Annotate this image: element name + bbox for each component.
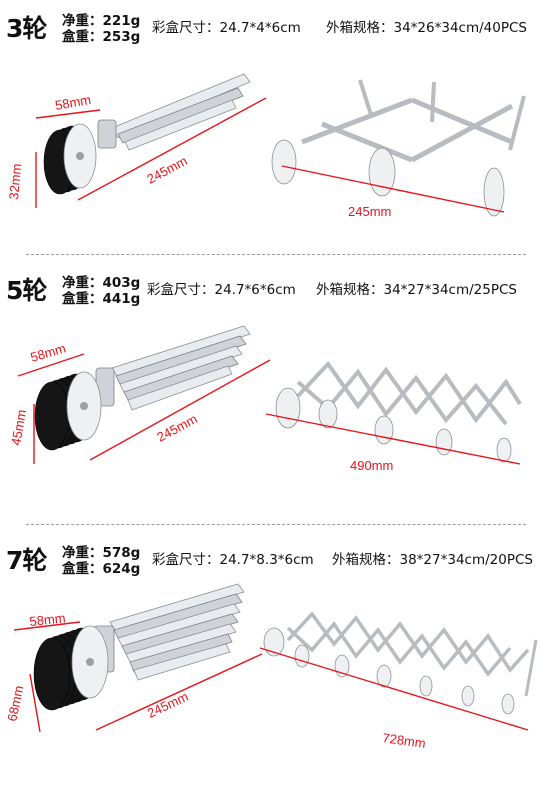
folded-cutter-photo (34, 325, 251, 451)
box-size-label: 彩盒尺寸 (152, 552, 206, 568)
length-dimension-line (77, 97, 267, 201)
carton-spec-value: 34*26*34cm/40PCS (393, 20, 527, 36)
weights: 净重：221g 盒重：253g (62, 13, 141, 45)
length-dimension: 245mm (145, 689, 191, 721)
height-dimension: 68mm (4, 684, 26, 722)
box-size: 彩盒尺寸：24.7*4*6cm (152, 20, 301, 36)
box-weight-value: 253g (102, 29, 141, 45)
folded-cutter-photo (43, 73, 251, 195)
box-weight-label: 盒重 (62, 561, 89, 577)
box-size: 彩盒尺寸：24.7*6*6cm (147, 282, 296, 298)
carton-spec-value: 38*27*34cm/20PCS (399, 552, 533, 568)
box-size-label: 彩盒尺寸 (147, 282, 201, 298)
net-weight-value: 403g (102, 275, 141, 291)
weights: 净重：578g 盒重：624g (62, 545, 141, 577)
expanded-cutter-figure: 490mm (265, 360, 522, 473)
net-weight-label: 净重 (62, 275, 89, 291)
width-dimension-line (35, 109, 101, 119)
net-weight-label: 净重 (62, 13, 89, 29)
folded-cutter-photo (33, 583, 245, 711)
spec-header: 3轮 净重：221g 盒重：253g 彩盒尺寸：24.7*4*6cm 外箱规格：… (6, 12, 546, 48)
box-weight-label: 盒重 (62, 29, 89, 45)
box-weight-label: 盒重 (62, 291, 89, 307)
net-weight-value: 578g (102, 545, 141, 561)
wheel-count: 5轮 (6, 276, 47, 305)
carton-spec: 外箱规格：38*27*34cm/20PCS (332, 552, 533, 568)
folded-cutter-figure: 58mm 32mm 245mm (6, 73, 267, 208)
length-dimension: 245mm (144, 153, 189, 187)
carton-spec-label: 外箱规格 (316, 282, 370, 298)
net-weight-label: 净重 (62, 545, 89, 561)
expanded-length-dimension: 490mm (350, 458, 393, 473)
wheel-count: 3轮 (6, 14, 47, 43)
width-dimension-line (17, 353, 85, 377)
carton-spec-label: 外箱规格 (326, 20, 380, 36)
expanded-cutter-photo (271, 79, 526, 217)
length-dimension: 245mm (154, 411, 199, 445)
carton-spec: 外箱规格：34*26*34cm/40PCS (326, 20, 527, 36)
length-dimension-line (95, 653, 263, 731)
box-size-label: 彩盒尺寸 (152, 20, 206, 36)
weights: 净重：403g 盒重：441g (62, 275, 141, 307)
height-dimension: 32mm (6, 163, 24, 200)
height-dimension: 45mm (8, 408, 29, 446)
width-dimension: 58mm (29, 610, 66, 629)
box-size-value: 24.7*6*6cm (214, 282, 296, 298)
product-section-5-wheel: 5轮 净重：403g 盒重：441g 彩盒尺寸：24.7*6*6cm 外箱规格：… (0, 258, 549, 525)
width-dimension: 58mm (54, 92, 92, 113)
carton-spec-label: 外箱规格 (332, 552, 386, 568)
expanded-cutter-figure: 245mm (271, 79, 526, 219)
section-divider (26, 524, 526, 525)
spec-header: 5轮 净重：403g 盒重：441g 彩盒尺寸：24.7*6*6cm 外箱规格：… (6, 274, 546, 310)
wheel-count: 7轮 (6, 546, 47, 575)
spec-header: 7轮 净重：578g 盒重：624g 彩盒尺寸：24.7*8.3*6cm 外箱规… (6, 544, 546, 580)
carton-spec-value: 34*27*34cm/25PCS (383, 282, 517, 298)
box-weight-value: 441g (102, 291, 141, 307)
folded-cutter-figure: 58mm 45mm 245mm (8, 325, 271, 464)
box-weight-value: 624g (102, 561, 141, 577)
height-dimension-line (29, 673, 41, 733)
net-weight-value: 221g (102, 13, 141, 29)
width-dimension-line (13, 621, 81, 631)
expanded-length-dimension: 728mm (382, 730, 427, 751)
expanded-length-dimension: 245mm (348, 204, 391, 219)
product-section-7-wheel: 7轮 净重：578g 盒重：624g 彩盒尺寸：24.7*8.3*6cm 外箱规… (0, 520, 549, 800)
box-size-value: 24.7*4*6cm (219, 20, 301, 36)
folded-cutter-figure: 58mm 68mm 245mm (4, 583, 263, 733)
expanded-cutter-photo (275, 360, 522, 463)
expanded-cutter-photo (263, 611, 538, 715)
box-size: 彩盒尺寸：24.7*8.3*6cm (152, 552, 314, 568)
length-dimension-line (89, 359, 271, 461)
expanded-length-dimension-line (265, 413, 521, 465)
expanded-length-dimension-line (281, 165, 505, 213)
section-divider (26, 254, 526, 255)
expanded-length-dimension-line (259, 647, 529, 731)
box-size-value: 24.7*8.3*6cm (219, 552, 314, 568)
product-section-3-wheel: 3轮 净重：221g 盒重：253g 彩盒尺寸：24.7*4*6cm 外箱规格：… (0, 0, 549, 258)
carton-spec: 外箱规格：34*27*34cm/25PCS (316, 282, 517, 298)
expanded-cutter-figure: 728mm (259, 611, 538, 751)
